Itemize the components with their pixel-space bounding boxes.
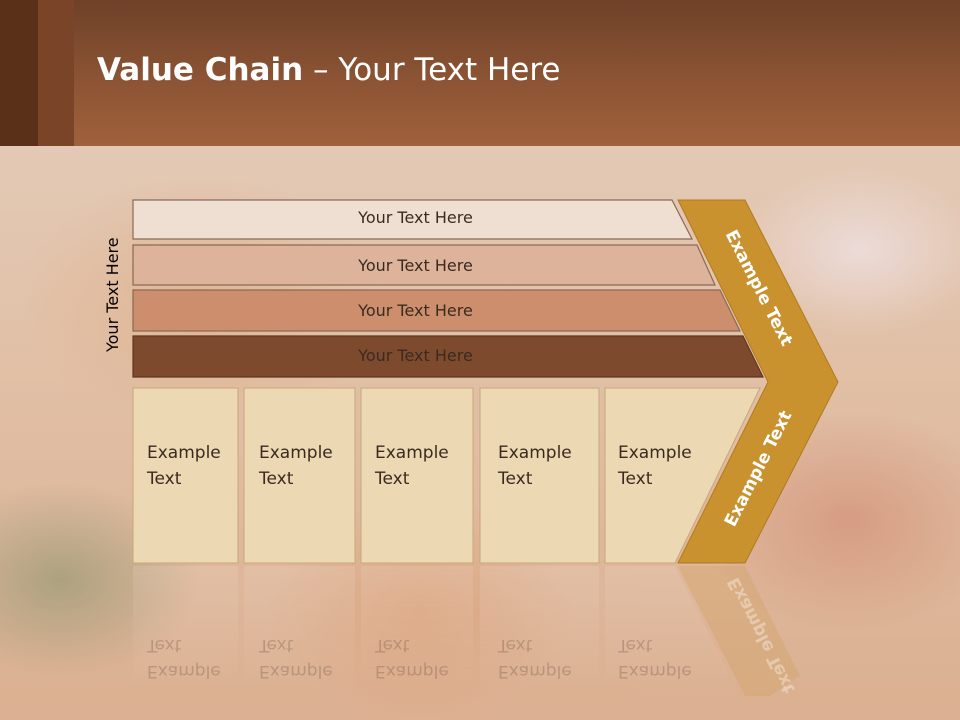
box-2 (243, 387, 356, 564)
slide-title-bold: Value Chain (97, 52, 304, 88)
box-1-line2: Text (147, 469, 182, 489)
box-3-reflection: Example Text (375, 632, 470, 684)
box-4 (479, 387, 600, 564)
slide-title-rest: – Your Text Here (303, 52, 561, 88)
bar-3 (132, 289, 741, 332)
box-3-refl-line1: Example (375, 661, 449, 681)
box-3 (360, 387, 474, 564)
box-2-reflection: Example Text (259, 632, 354, 684)
box-1-refl-line2: Text (147, 635, 182, 655)
box-3-refl-line2: Text (375, 635, 410, 655)
bar-2-label: Your Text Here (358, 256, 473, 275)
box-2-line2: Text (259, 469, 294, 489)
box-5-reflection: Example Text (618, 632, 713, 684)
box-5 (604, 387, 761, 564)
box-5-refl-line2: Text (618, 635, 653, 655)
box-5-refl-line1: Example (618, 661, 692, 681)
box-2-refl-line2: Text (259, 635, 294, 655)
header-stripe-dark (0, 0, 38, 146)
bar-1-label: Your Text Here (358, 208, 473, 227)
bar-4 (132, 335, 764, 378)
chevron-arrow (677, 199, 839, 564)
side-vertical-label: Your Text Here (103, 237, 122, 352)
bar-2 (132, 244, 716, 286)
box-1-reflection: Example Text (147, 632, 242, 684)
box-4-line1: Example (498, 443, 572, 463)
header-band: Value Chain – Your Text Here (0, 0, 960, 146)
box-4-reflection: Example Text (498, 632, 593, 684)
bar-1 (132, 199, 693, 240)
chevron-reflection (678, 566, 800, 696)
box-3-line1: Example (375, 443, 449, 463)
box-3-line2: Text (375, 469, 410, 489)
box-5-line1: Example (618, 443, 692, 463)
bar-3-label: Your Text Here (358, 301, 473, 320)
boxes-reflection (133, 566, 740, 696)
slide-title: Value Chain – Your Text Here (97, 52, 560, 88)
bar-4-label: Your Text Here (358, 346, 473, 365)
box-4-refl-line2: Text (498, 635, 533, 655)
box-1-line1: Example (147, 443, 221, 463)
box-2-line1: Example (259, 443, 333, 463)
box-1 (132, 387, 239, 564)
box-4-refl-line1: Example (498, 661, 572, 681)
box-4-line2: Text (498, 469, 533, 489)
box-2-refl-line1: Example (259, 661, 333, 681)
box-5-line2: Text (618, 469, 653, 489)
header-stripe-mid (38, 0, 74, 146)
box-1-refl-line1: Example (147, 661, 221, 681)
